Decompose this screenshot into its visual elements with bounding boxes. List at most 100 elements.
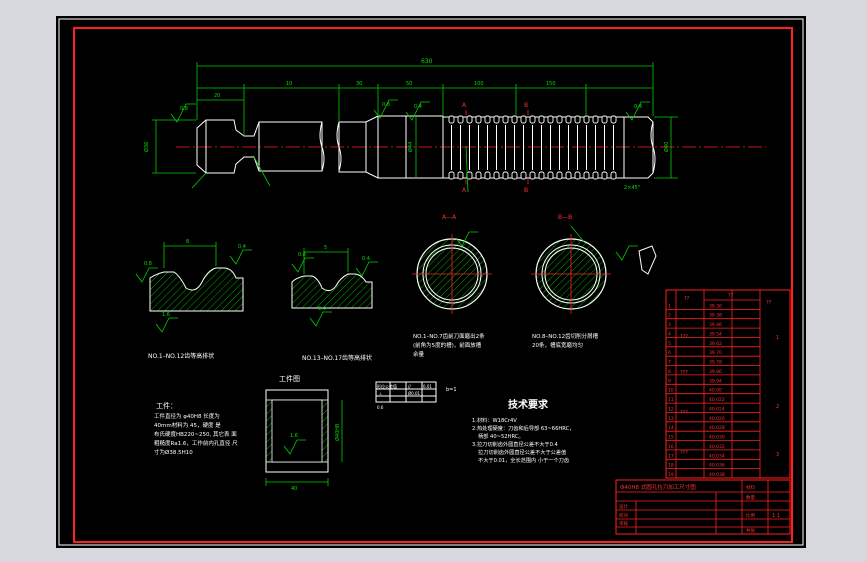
tooth-gullet — [493, 171, 500, 180]
cad-viewport[interactable]: 630 20 10 30 50 100 150 Ø36 Ø44 Ø40 2×45… — [56, 16, 806, 548]
title-block-title[interactable]: Φ40H8 式圆孔拉刀加工尺寸图 — [620, 483, 696, 491]
tooth-row-value: 40.028 — [709, 425, 725, 431]
tooth-header-2: ?? — [728, 293, 734, 299]
dim-diameter-right: Ø40 — [663, 142, 670, 152]
dim-overall-length: 630 — [421, 58, 433, 65]
tech-req-item-1: 1.材料：W18Cr4V — [472, 416, 517, 424]
tooth-gullet — [610, 115, 617, 124]
tol-row1-a: ⊥ — [379, 391, 383, 396]
dim-diameter-left: Ø36 — [143, 142, 150, 152]
roughness-body-2: 0.4 — [414, 104, 422, 110]
technical-requirements: 技术要求 1.材料：W18Cr4V 2.热处理硬度：刀齿和后导部 63~66HR… — [472, 398, 574, 464]
tooth-gullet — [502, 171, 509, 180]
section-mark-b-bottom: B — [524, 187, 528, 194]
workpiece-heading: 工件图 — [279, 374, 300, 383]
tooth-gullet — [574, 115, 581, 124]
tooth-row-value: 40.038 — [709, 472, 725, 478]
tech-req-item-6: 不大于0.01，全长范围内 小于一个刀齿 — [478, 456, 569, 464]
tooth-row-value: 39.30 — [709, 303, 722, 309]
workpiece-drawing: 工件图 40 Ø40H8 1.6 工件： 工件直径为 φ40H8 长度为 40m… — [154, 374, 343, 492]
workpiece-label: 工件： — [156, 401, 177, 410]
tooth-row-value: 39.94 — [709, 378, 722, 384]
roughness-detail-right-1: 0.8 — [298, 252, 306, 258]
tech-req-title: 技术要求 — [508, 398, 549, 411]
tooth-gullet — [520, 115, 527, 124]
dim-seg-b: 20 — [214, 93, 220, 99]
outer-frame — [58, 18, 804, 546]
tooth-row-number: 8 — [668, 369, 671, 375]
tooth-row-value: 40.036 — [709, 463, 725, 469]
tooth-gullet — [457, 115, 464, 124]
roughness-detail-left-2: 0.4 — [238, 244, 246, 250]
tol-header-1: 形位公差 — [377, 383, 393, 389]
aa-note-2: (前角为5度的槽)，前面放槽 — [413, 341, 482, 349]
tooth-group-3: ??? — [680, 410, 688, 416]
dim-seg-c: 30 — [356, 81, 362, 87]
roughness-detail-right-2: 0.4 — [362, 256, 370, 262]
tooth-gullet — [610, 171, 617, 180]
roughness-detail-left-3: 1.6 — [162, 312, 170, 318]
tooth-row-number: 12 — [668, 406, 674, 412]
dim-seg-e: 100 — [474, 81, 484, 87]
teeth-outline — [442, 116, 625, 179]
tooth-row-number: 19 — [668, 472, 674, 478]
section-aa-title: A—A — [442, 214, 457, 221]
tooth-row-number: 6 — [668, 350, 671, 356]
tooth-row-number: 13 — [668, 416, 674, 422]
tooth-row-number: 18 — [668, 463, 674, 469]
tooth-gullet — [538, 171, 545, 180]
section-bb: B—B NO.8–NO.12齿切削分屑槽 20条，槽底宽磨均匀 — [531, 214, 657, 349]
section-mark-a-bottom: A — [462, 187, 467, 194]
drawing-canvas[interactable]: 630 20 10 30 50 100 150 Ø36 Ø44 Ø40 2×45… — [56, 16, 806, 548]
tooth-gullet — [592, 115, 599, 124]
broach-main-view: 630 20 10 30 50 100 150 Ø36 Ø44 Ø40 2×45… — [143, 58, 766, 194]
tooth-row-number: 4 — [668, 332, 671, 338]
roughness-detail-right-3: 0.4 — [318, 306, 326, 312]
tooth-row-value: 40.026 — [709, 416, 725, 422]
tol-note: b=1 — [446, 387, 457, 393]
tooth-gullet — [475, 171, 482, 180]
tooth-row-value: 40.032 — [709, 444, 725, 450]
roughness-left: 0.8 — [180, 106, 188, 112]
tech-req-item-4: 3.拉刀切削齿外圆直径公差不大于0.4 — [472, 440, 559, 448]
tooth-side-3: 3 — [776, 452, 779, 458]
workpiece-roughness: 1.6 — [290, 433, 298, 439]
title-block: Φ40H8 式圆孔拉刀加工尺寸图 设计 校对 审核 材料 数量 比例 1:1 共… — [615, 479, 791, 535]
roughness-detail-left-1: 0.8 — [144, 261, 152, 267]
tolerance-table: 形位公差 值 // 0.01 ⊥ Ø0.01 0.6 b=1 — [375, 381, 457, 410]
dim-seg-d: 50 — [406, 81, 412, 87]
tooth-row-number: 10 — [668, 388, 674, 394]
tooth-gullet — [520, 171, 527, 180]
tooth-profile-small — [638, 245, 657, 275]
tol-row1-b: Ø0.01 — [408, 391, 421, 396]
aa-note-1: NO.1–NO.7齿前刀面磨出2条 — [413, 332, 485, 340]
tooth-row-value: 40.024 — [709, 406, 725, 412]
title-block-approver: 审核 — [619, 520, 628, 527]
section-mark-b-top: B — [524, 102, 528, 109]
title-block-sheet: 共张 — [746, 527, 755, 534]
tooth-row-value: 39.86 — [709, 369, 722, 375]
tooth-group-1: ??? — [680, 334, 688, 340]
tooth-gullet — [538, 115, 545, 124]
tech-req-item-2: 2.热处理硬度：刀齿和后导部 63~66HRC， — [472, 424, 574, 432]
tooth-gullet — [502, 115, 509, 124]
section-aa: A—A NO.1–NO.7齿前刀面磨出2条 (前角为5度的槽)，前面放槽 余量 — [412, 214, 492, 358]
title-block-designer: 设计 — [619, 503, 628, 510]
tooth-row-value: 39.70 — [709, 350, 722, 356]
tooth-side-1: 1 — [776, 335, 779, 341]
roughness-guide: 0.4 — [634, 104, 642, 110]
tooth-row-value: 40.022 — [709, 397, 725, 403]
tooth-gullet — [556, 171, 563, 180]
title-block-scale-value: 1:1 — [772, 513, 780, 519]
bb-note-1: NO.8–NO.12齿切削分屑槽 — [532, 332, 599, 340]
tooth-row-number: 5 — [668, 341, 671, 347]
tooth-gullet — [448, 115, 455, 124]
tooth-row-number: 9 — [668, 378, 671, 384]
tooth-gullet — [475, 115, 482, 124]
tooth-row-number: 17 — [668, 453, 674, 459]
workpiece-line-1: 工件直径为 φ40H8 长度为 — [154, 412, 220, 420]
tooth-row-number: 2 — [668, 313, 671, 319]
cutting-teeth — [442, 115, 625, 180]
tooth-gullet — [547, 171, 554, 180]
